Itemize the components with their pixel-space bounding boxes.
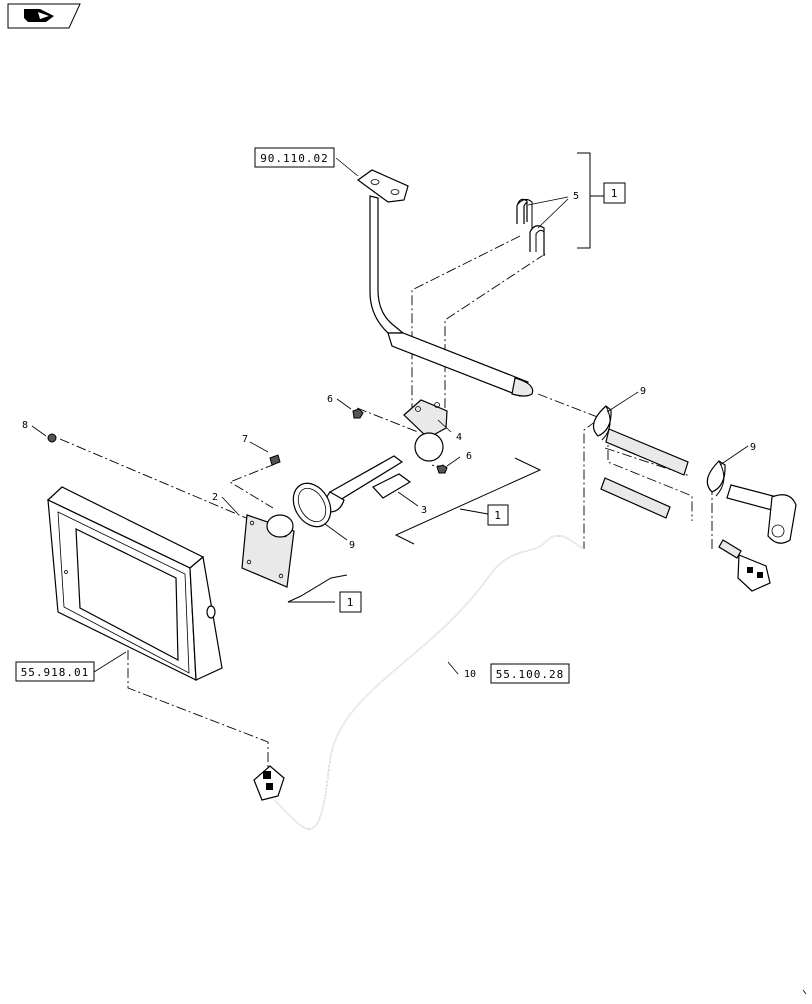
item-number-5: 5	[573, 191, 579, 202]
kit-bracket-middle	[394, 457, 542, 545]
harness-cable	[274, 535, 585, 830]
ref-box-bracket[interactable]: 90.110.02	[254, 147, 335, 168]
display-monitor	[46, 486, 223, 681]
connector-right	[718, 539, 771, 592]
item-number-9-middle: 9	[640, 386, 646, 397]
item-number-9-left: 9	[349, 540, 355, 551]
kit-label-lower: 1	[347, 596, 355, 609]
navigation-icon[interactable]	[7, 3, 81, 29]
item-number-3: 3	[421, 505, 427, 516]
mounting-plate	[241, 514, 295, 588]
kit-bracket-upper	[577, 152, 604, 249]
screw	[47, 433, 57, 443]
tube-upper	[605, 428, 689, 476]
ball-mount-base	[403, 399, 448, 462]
kit-box-upper[interactable]: 1	[603, 182, 626, 204]
ref-label-harness: 55.100.28	[496, 668, 565, 681]
kit-bracket-lower	[287, 574, 348, 603]
mounting-arm	[356, 169, 534, 397]
tube-lower	[600, 477, 671, 519]
item-number-6-upper: 6	[327, 394, 333, 405]
item-number-7: 7	[242, 434, 248, 445]
kit-box-middle[interactable]: 1	[487, 504, 509, 526]
ref-box-display[interactable]: 55.918.01	[15, 661, 95, 682]
corner-mark	[802, 989, 807, 995]
u-bolt-upper	[516, 198, 533, 230]
clamp-ring-right-a	[592, 405, 612, 441]
nut-upper	[352, 408, 364, 419]
clamp-arm	[325, 455, 412, 513]
kit-label-upper: 1	[611, 187, 619, 200]
item-number-10: 10	[464, 669, 476, 680]
item-number-9-right: 9	[750, 442, 756, 453]
bolt	[269, 454, 281, 466]
u-bolt-lower	[529, 225, 545, 256]
ref-label-display: 55.918.01	[21, 666, 90, 679]
item-numbers: 5 6 4 6 7 8 2 3 9 9 9 10	[22, 191, 756, 680]
ref-label-bracket: 90.110.02	[260, 152, 329, 165]
assembly-leader-lines	[59, 235, 713, 768]
item-number-8: 8	[22, 420, 28, 431]
clamp-ring-right-b	[706, 460, 726, 497]
kit-label-middle: 1	[494, 509, 502, 522]
clamp-ring-left	[292, 482, 332, 528]
callout-leaders	[31, 157, 749, 675]
nut-lower	[436, 464, 448, 474]
item-number-2: 2	[212, 492, 218, 503]
kit-box-lower[interactable]: 1	[339, 591, 362, 613]
ref-box-harness[interactable]: 55.100.28	[490, 663, 570, 684]
item-number-6-lower: 6	[466, 451, 472, 462]
connector-harness-end	[253, 765, 285, 801]
tube-right	[726, 484, 797, 544]
item-number-4: 4	[456, 432, 462, 443]
